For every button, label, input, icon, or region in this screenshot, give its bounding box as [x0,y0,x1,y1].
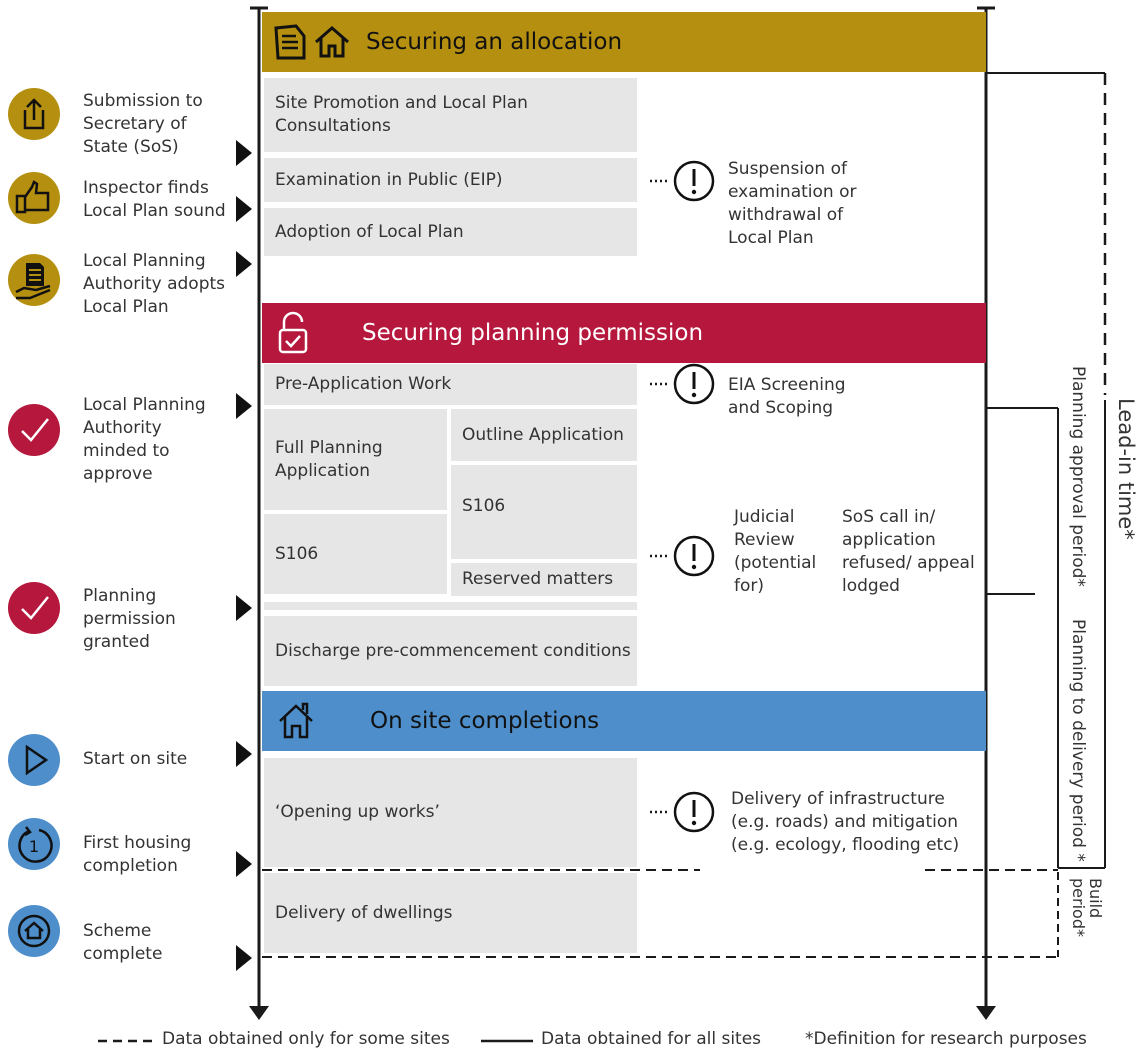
milestone-first-completion: First housing completion [83,833,192,876]
stage-delivery-dwellings: Delivery of dwellings [264,873,637,953]
upload-icon [8,88,60,140]
stage-adoption: Adoption of Local Plan [264,208,637,256]
stage-pre-application: Pre-Application Work [264,364,637,405]
section-title: On site completions [370,708,600,734]
label-planning-approval: Planning approval period* [1068,366,1088,587]
document-icon [270,22,310,62]
milestone-minded-to-approve: Local Planning Authority minded to appro… [83,395,206,484]
svg-text:1: 1 [29,837,39,856]
house-icon [312,22,352,62]
stage-eip: Examination in Public (EIP) [264,158,637,202]
risk-infrastructure: Delivery of infrastructure (e.g. roads) … [731,789,960,855]
house-cycle-icon [8,905,60,957]
stage-outline-application: Outline Application [451,409,637,461]
document-hand-icon [8,254,60,306]
milestone-adopts: Local Planning Authority adopts Local Pl… [83,251,226,317]
milestone-scheme-complete: Scheme complete [83,921,163,964]
legend-definition: *Definition for research purposes [805,1029,1087,1049]
risk-suspension: Suspension of examination or withdrawal … [728,159,857,248]
stage-discharge-conditions [264,602,637,610]
milestone-inspector: Inspector finds Local Plan sound [83,178,226,221]
warning-icon [673,791,715,833]
legend-all-sites: Data obtained for all sites [541,1029,762,1049]
play-icon [8,734,60,786]
header-securing-permission: Securing planning permission [262,303,986,363]
label-build-period: Build period* [1069,878,1105,937]
label-planning-delivery: Planning to delivery period * [1068,619,1088,862]
legend-solid-swatch [481,1039,533,1043]
stage-opening-up-works: ‘Opening up works’ [264,758,637,867]
warning-icon [673,535,715,577]
header-on-site-completions: On site completions [262,691,986,751]
risk-eia: EIA Screening and Scoping [728,375,846,418]
warning-icon [673,363,715,405]
check-icon [8,404,60,456]
stage-reserved-matters: Reserved matters [451,563,637,596]
unlocked-padlock-icon [276,310,310,356]
milestone-start-on-site: Start on site [83,749,188,769]
stage-discharge-conditions: Discharge pre-commencement conditions [264,616,637,686]
thumbs-up-icon [8,172,60,224]
legend-dashed-swatch [98,1039,154,1043]
check-icon [8,582,60,634]
stage-full-application: Full Planning Application [264,409,447,510]
stage-s106-left: S106 [264,514,447,594]
section-title: Securing an allocation [366,29,623,55]
number-one-icon: 1 [8,818,60,870]
legend-some-sites: Data obtained only for some sites [162,1029,450,1049]
stage-site-promotion: Site Promotion and Local Plan Consultati… [264,78,637,152]
warning-icon [673,160,715,202]
risk-sos-call-in: SoS call in/ application refused/ appeal… [842,507,975,596]
risk-judicial-review: Judicial Review (potential for) [734,507,817,596]
house-icon [276,699,316,743]
header-securing-allocation: Securing an allocation [262,12,986,72]
milestone-permission-granted: Planning permission granted [83,586,176,652]
milestone-submission: Submission to Secretary of State (SoS) [83,91,203,157]
label-lead-in-time: Lead-in time* [1114,398,1138,540]
stage-s106-right: S106 [451,465,637,559]
section-title: Securing planning permission [362,320,704,346]
